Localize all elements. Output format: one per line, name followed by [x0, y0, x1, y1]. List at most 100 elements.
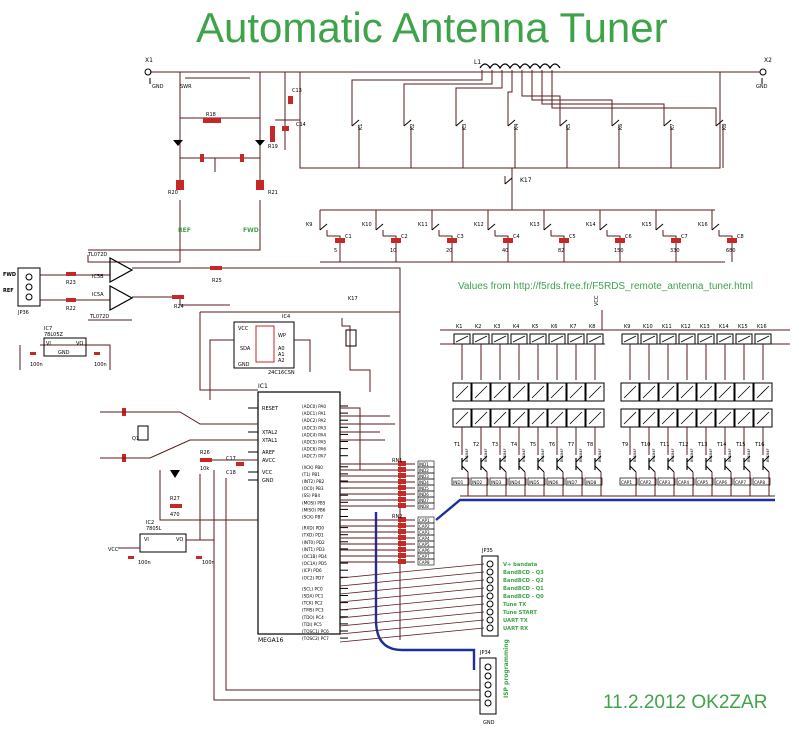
r19-label: R19 [268, 144, 278, 150]
relay-coil-label: K5 [532, 324, 538, 330]
mcu-right-pin: (INT2) PB2 [302, 479, 325, 484]
relay-coil-label: K9 [624, 324, 630, 330]
capacitor-label: C5 [569, 234, 576, 240]
svg-text:78L05Z: 78L05Z [44, 332, 64, 338]
relay-diode [696, 382, 716, 402]
relay-diode [639, 382, 659, 402]
capacitor [727, 238, 737, 243]
svg-text:100n: 100n [94, 362, 107, 368]
capacitor-label: C6 [625, 234, 632, 240]
capacitor-relay-switch [711, 221, 720, 237]
transistor-label: T11 [659, 442, 669, 448]
mcu-ind-net: IND6 [419, 492, 429, 497]
transistor-part: BSS84F [747, 448, 751, 462]
transistor-part: BSS84F [728, 448, 732, 462]
svg-text:IC2: IC2 [146, 520, 154, 526]
relay-diode [509, 408, 529, 428]
transistor-label: T2 [472, 442, 479, 448]
mcu-right-pin: (T1) PB1 [302, 472, 320, 477]
svg-text:GND: GND [238, 362, 250, 368]
svg-text:GND: GND [756, 84, 768, 90]
relay-diode [677, 408, 697, 428]
mcu-left-pin: VCC [262, 470, 273, 476]
capacitor-relay-switch [543, 221, 552, 237]
svg-text:SDA: SDA [240, 346, 251, 352]
svg-text:Q1: Q1 [132, 436, 139, 442]
mcu-left-pin: AVCC [262, 458, 276, 464]
mcu-cap-net: CAP2 [419, 524, 430, 529]
external-pin-label: Tune TX [503, 602, 526, 608]
values-source-note: Values from http://f5rds.free.fr/F5RDS_r… [458, 281, 753, 292]
mcu-right-pin: (TDI) PC5 [302, 622, 322, 627]
connector-jp36[interactable]: FWD REF JP36 [3, 267, 41, 316]
relay-diode [528, 382, 548, 402]
relay-diode [715, 382, 735, 402]
mcu-cap-net: CAP3 [419, 530, 430, 535]
svg-text:GND: GND [152, 84, 164, 90]
svg-text:VO: VO [76, 341, 83, 347]
relay-diode [547, 408, 567, 428]
relay-coil-label: K16 [757, 324, 767, 330]
mcu-right-pin: (INT0) PD2 [302, 540, 325, 545]
capacitor-label: C2 [401, 234, 408, 240]
transistor-label: T16 [754, 442, 764, 448]
relay-coil-label: K13 [700, 324, 710, 330]
relay-coil-label: K6 [551, 324, 557, 330]
c14-label: C14 [296, 122, 306, 128]
relay-diode [452, 408, 472, 428]
k17-coil-label: K17 [348, 296, 358, 302]
mcu-right-pin: (TOSC1) PC6 [302, 629, 329, 634]
mcu-right-pin: (ICP) PD6 [302, 568, 322, 573]
k17-switch [504, 175, 513, 191]
swr-label: SWR [180, 84, 192, 90]
capacitor-value: 5 [334, 248, 337, 254]
transistor-part: BSS84F [766, 448, 770, 462]
r23-label: R23 [66, 280, 76, 286]
isp-label: ISP programming [503, 639, 510, 698]
transistor-label: T4 [510, 442, 517, 448]
mcu-right-pin: (TCK) PC2 [302, 601, 323, 606]
transistor-label: T14 [716, 442, 726, 448]
mcu-ind-net: IND5 [419, 486, 429, 491]
r20-label: R20 [168, 190, 178, 196]
connector-jp34[interactable]: JP34 ISP programming GND [479, 639, 510, 726]
transistor-label: T8 [586, 442, 593, 448]
date-author-stamp: 11.2.2012 OK2ZAR [603, 692, 768, 713]
mcu-left-pin: XTAL1 [262, 438, 277, 444]
mcu-right-pin: (OC0) PB3 [302, 486, 324, 491]
mcu-right-pin: (XCK) PB0 [302, 465, 323, 470]
transistor-part: BSS84F [598, 448, 602, 462]
driver-net-label: IND3 [491, 480, 502, 485]
driver-net-label: CAP6 [716, 480, 727, 485]
capacitor-label: C7 [681, 234, 688, 240]
connector-x1[interactable]: X1 GND [144, 57, 164, 90]
mcu-left-pin: RESET [262, 406, 279, 412]
connector-x2[interactable]: X2 GND [756, 57, 772, 90]
mcu-ind-net: IND3 [419, 474, 429, 479]
relay-diode [639, 408, 659, 428]
transistor-part: BSS84F [579, 448, 583, 462]
svg-text:JP35: JP35 [481, 548, 493, 554]
mcu-ind-net: IND2 [419, 468, 429, 473]
ref-label: REF [178, 227, 191, 234]
capacitor-value: 10 [390, 248, 396, 254]
transistor-part: BSS84F [484, 448, 488, 462]
capacitor-value: 20 [446, 248, 452, 254]
svg-text:R27: R27 [170, 496, 180, 502]
inductor-relay-label: K6 [618, 124, 624, 130]
svg-text:A2: A2 [278, 358, 285, 364]
driver-net-label: CAP5 [697, 480, 708, 485]
mcu-ind-net: IND7 [419, 498, 429, 503]
opamp-a-label: IC5B [92, 274, 104, 280]
svg-text:100n: 100n [202, 560, 215, 566]
relay-coil-label: K12 [681, 324, 691, 330]
capacitor-relay-label: K14 [586, 222, 596, 228]
relay-diode [585, 408, 605, 428]
inductor-relay-label: K7 [670, 124, 676, 130]
relay-diode [734, 382, 754, 402]
svg-text:470: 470 [170, 512, 180, 518]
resistor-network-label: RN2 [392, 514, 402, 520]
relay-diode [471, 408, 491, 428]
relay-diode [696, 408, 716, 428]
